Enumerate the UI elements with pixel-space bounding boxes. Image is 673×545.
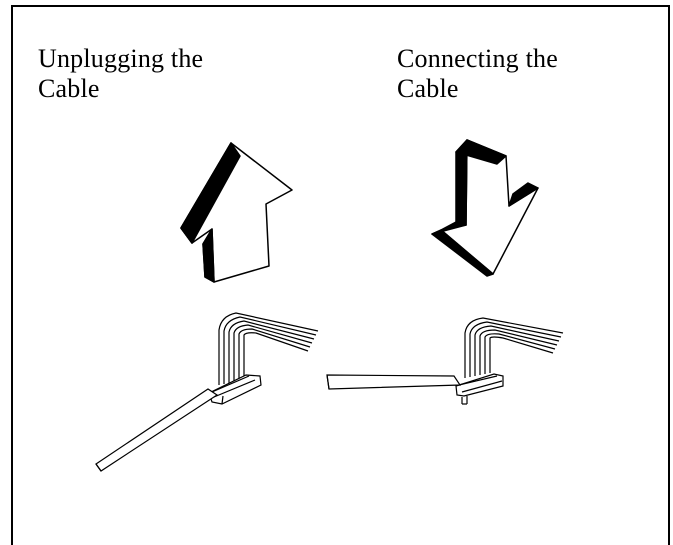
up-arrow-icon	[180, 142, 293, 283]
caption-unplugging-line2: Cable	[38, 74, 100, 103]
ribbon-cable-right	[326, 317, 564, 405]
caption-connecting-line2: Cable	[397, 74, 459, 103]
diagram-frame	[11, 5, 670, 545]
caption-connecting: Connecting the Cable	[397, 44, 558, 104]
caption-unplugging: Unplugging the Cable	[38, 44, 203, 104]
ribbon-cable-left	[95, 312, 319, 472]
caption-connecting-line1: Connecting the	[397, 44, 558, 73]
down-arrow-icon	[431, 139, 539, 277]
caption-unplugging-line1: Unplugging the	[38, 44, 204, 73]
